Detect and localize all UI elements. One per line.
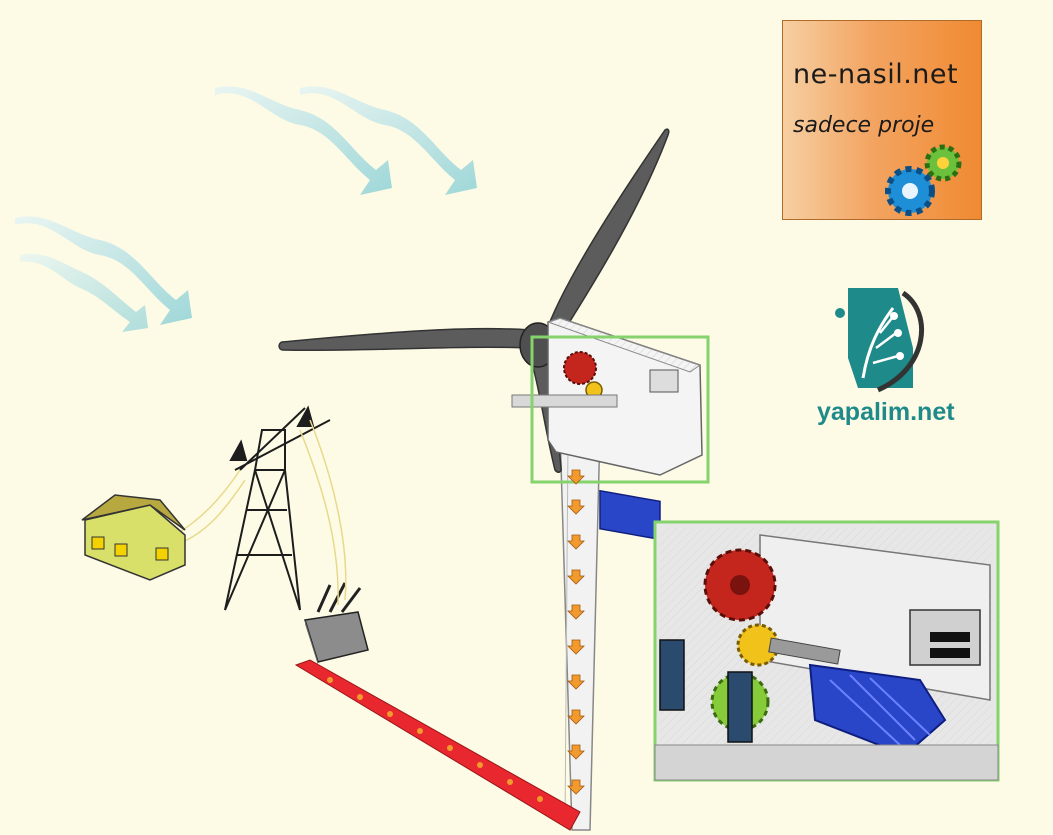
nenasil-logo: ne-nasil.net sadece proje: [782, 20, 982, 220]
turbine-tower: [559, 429, 601, 831]
inset-shaft: [768, 637, 841, 665]
turbine-blades: [278, 128, 670, 473]
blade: [278, 327, 531, 352]
ground-cable: [294, 659, 581, 831]
highlight-frame: [530, 335, 710, 484]
blade: [544, 128, 670, 347]
inset-generator: [808, 663, 947, 757]
gear-icon: [885, 144, 962, 216]
wind-arrow: [20, 253, 148, 332]
circuit-tree-icon: [835, 288, 925, 393]
nacelle-platform: [511, 394, 618, 408]
nenasil-logo-subtitle: sadece proje: [793, 113, 935, 138]
transformer: [304, 582, 369, 665]
control-panel: [649, 369, 679, 393]
power-lines: [174, 419, 347, 606]
nenasil-logo-title: ne-nasil.net: [793, 59, 959, 90]
nacelle: [511, 317, 703, 541]
house-window: [91, 536, 105, 550]
inset-bearing: [659, 639, 685, 711]
tower-flow-arrows: [567, 469, 585, 795]
zoom-inset: [653, 520, 1000, 782]
yapalim-logo-text: yapalim.net: [817, 398, 955, 426]
power-pylon: [224, 405, 331, 611]
wind-arrow: [15, 216, 192, 325]
wind-arrow: [215, 86, 392, 195]
house: [81, 494, 186, 581]
red-gear: [563, 351, 597, 385]
house-window: [155, 547, 169, 561]
house-window: [114, 543, 128, 557]
wind-arrow: [300, 86, 477, 195]
wind-arrows: [15, 86, 477, 332]
generator: [599, 489, 661, 541]
